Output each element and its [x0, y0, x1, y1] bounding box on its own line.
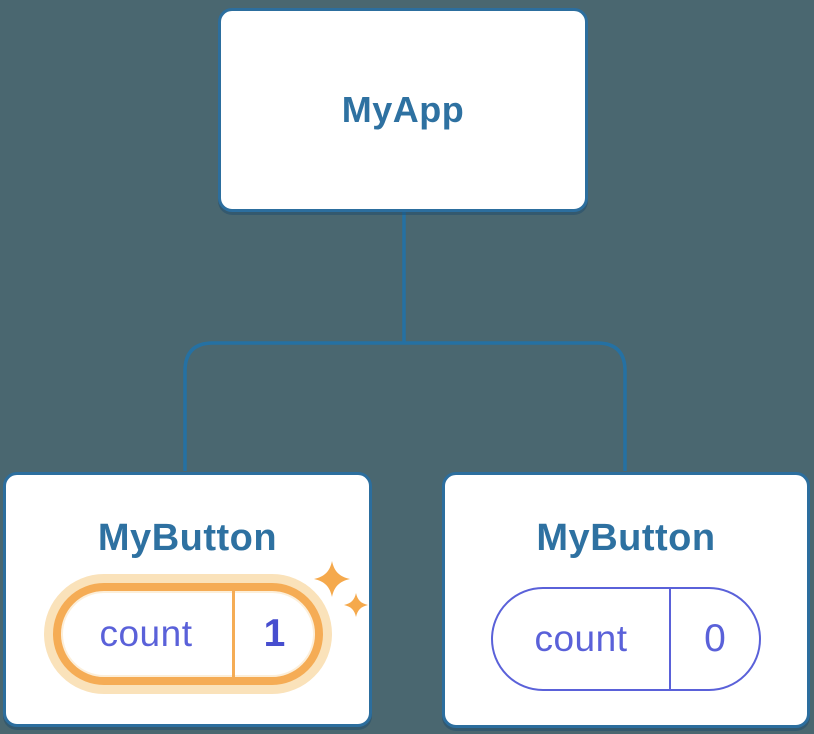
node-label: MyApp: [341, 89, 465, 130]
state-key: count: [99, 613, 193, 654]
state-pill-active: count 1: [52, 583, 323, 685]
state-key: count: [534, 618, 628, 659]
node-label: MyButton: [536, 517, 716, 559]
tree-node-mybutton-default: MyButton count 0: [442, 472, 810, 728]
tree-node-mybutton-active: MyButton count 1: [3, 472, 372, 727]
pill-divider: [669, 589, 671, 689]
state-value: 0: [704, 617, 726, 660]
state-pill-highlight-wrap: count 1: [52, 583, 323, 685]
state-value: 1: [263, 612, 286, 655]
tree-node-myapp: MyApp: [218, 8, 588, 212]
state-pill-default: count 0: [491, 587, 761, 691]
pill-divider: [231, 591, 235, 677]
node-label: MyButton: [97, 517, 278, 559]
